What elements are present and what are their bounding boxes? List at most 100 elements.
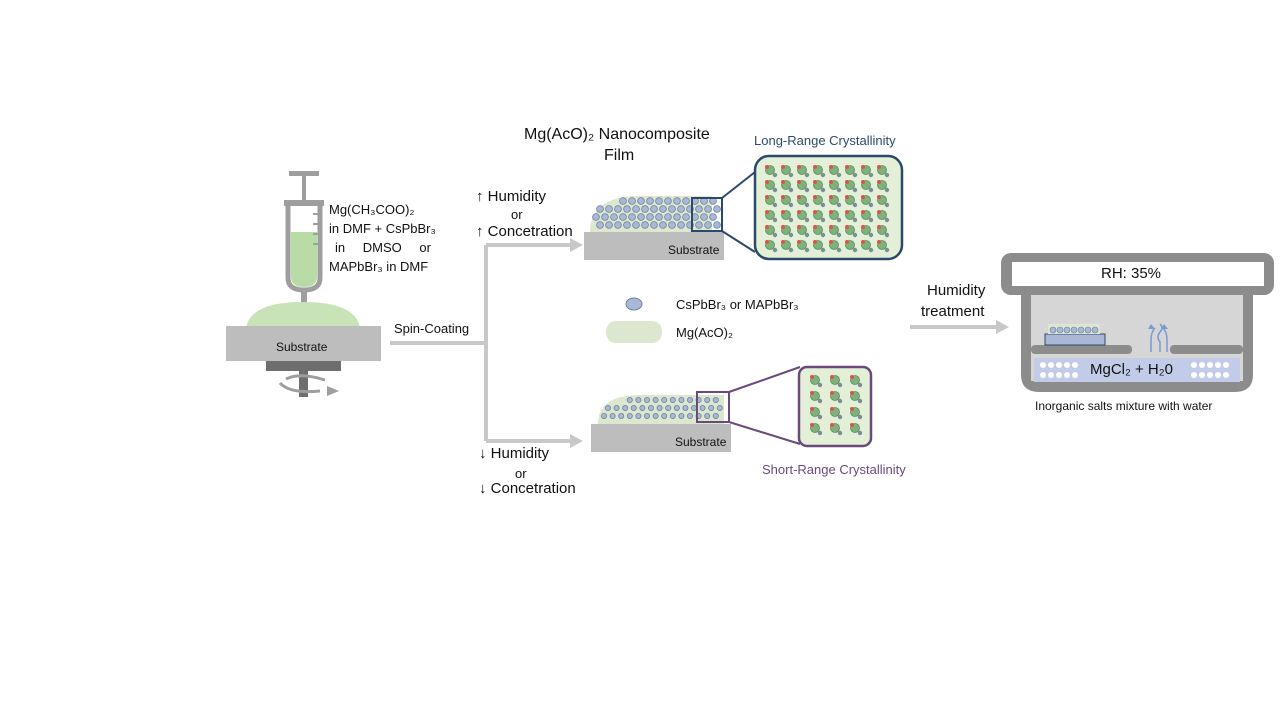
nanoparticle	[664, 197, 672, 205]
syringe-label-line4: MAPbBr₃ in DMF	[329, 259, 429, 274]
branch-arrows	[390, 243, 572, 443]
nanoparticle	[704, 412, 711, 419]
oxygen-atom	[765, 180, 769, 184]
long-range-title: Long-Range Crystallinity	[754, 133, 896, 148]
salt-dot	[1199, 362, 1205, 368]
nanoparticle	[650, 205, 658, 213]
lattice-atom	[868, 217, 874, 223]
oxygen-atom	[845, 165, 849, 169]
nanoparticle	[713, 221, 721, 229]
nanoparticle	[623, 221, 631, 229]
nanoparticle	[713, 205, 721, 213]
oxygen-atom	[830, 391, 834, 395]
nanoparticle	[677, 205, 685, 213]
oxygen-atom	[861, 180, 865, 184]
oxygen-atom	[829, 180, 833, 184]
nanoparticle	[632, 221, 640, 229]
chamber-rh-label: RH: 35%	[1101, 265, 1162, 282]
salt-dot	[1072, 362, 1078, 368]
nanoparticle	[664, 213, 672, 221]
nanoparticle	[648, 404, 655, 411]
nanoparticle	[605, 221, 613, 229]
salt-dot	[1207, 362, 1213, 368]
nanoparticle	[605, 404, 612, 411]
lattice-atom	[788, 172, 794, 178]
lower-branch-line2: or	[515, 466, 527, 481]
humidity-treatment-line1: Humidity	[927, 282, 986, 299]
salt-dot	[1191, 362, 1197, 368]
nanoparticle	[695, 205, 703, 213]
salt-dot	[1048, 372, 1054, 378]
nanoparticle	[632, 205, 640, 213]
oxygen-atom	[850, 407, 854, 411]
oxygen-atom	[810, 407, 814, 411]
nanoparticle	[618, 412, 625, 419]
salt-dot	[1223, 362, 1229, 368]
oxygen-atom	[845, 240, 849, 244]
nanoparticle	[630, 404, 637, 411]
vapor-icon	[1148, 323, 1168, 352]
oxygen-atom	[781, 240, 785, 244]
nanoparticle	[668, 221, 676, 229]
oxygen-atom	[830, 407, 834, 411]
nanoparticle	[699, 404, 706, 411]
nanoparticle	[708, 404, 715, 411]
lattice-atom	[857, 414, 863, 420]
lattice-atom	[884, 172, 890, 178]
oxygen-atom	[813, 165, 817, 169]
nanoparticle	[655, 197, 663, 205]
nanoparticle	[619, 197, 627, 205]
lower-arrow-head	[570, 434, 583, 448]
lattice-atom	[772, 202, 778, 208]
lattice-atom	[804, 232, 810, 238]
nanoparticle	[677, 221, 685, 229]
lattice-atom	[852, 217, 858, 223]
oxygen-atom	[781, 165, 785, 169]
lattice-atom	[884, 217, 890, 223]
lattice-atom	[836, 172, 842, 178]
lower-branch-line3: ↓ Concetration	[479, 480, 576, 497]
nanoparticle	[641, 221, 649, 229]
lattice-atom	[820, 232, 826, 238]
nanoparticle	[687, 412, 694, 419]
salt-dot	[1215, 362, 1221, 368]
oxygen-atom	[850, 391, 854, 395]
nanoparticle	[682, 197, 690, 205]
oxygen-atom	[813, 225, 817, 229]
lattice-atom	[788, 217, 794, 223]
nanoparticle	[678, 412, 685, 419]
syringe-label-line3: in DMSO or	[335, 240, 431, 255]
nanoparticle	[695, 221, 703, 229]
nanoparticle	[704, 221, 712, 229]
nanoparticle	[601, 213, 609, 221]
nanoparticle	[665, 404, 672, 411]
syringe-label-line1: Mg(CH₃COO)₂	[329, 202, 415, 217]
lattice-atom	[868, 172, 874, 178]
oxygen-atom	[877, 240, 881, 244]
lattice-atom	[836, 202, 842, 208]
salt-dot	[1223, 372, 1229, 378]
spin-coater	[226, 302, 381, 397]
nanoparticle	[709, 213, 717, 221]
nanoparticle	[626, 396, 633, 403]
lattice-atom	[817, 398, 823, 404]
nanoparticle	[682, 404, 689, 411]
oxygen-atom	[765, 210, 769, 214]
nanoparticle	[619, 213, 627, 221]
lower-branch-line1: ↓ Humidity	[479, 445, 550, 462]
oxygen-atom	[813, 240, 817, 244]
nanoparticle	[673, 197, 681, 205]
nanoparticle	[637, 213, 645, 221]
nanoparticle	[626, 412, 633, 419]
nanoparticle	[641, 205, 649, 213]
oxygen-atom	[877, 195, 881, 199]
oxygen-atom	[845, 225, 849, 229]
lattice-atom	[788, 232, 794, 238]
oxygen-atom	[877, 165, 881, 169]
oxygen-atom	[813, 195, 817, 199]
nanoparticle	[655, 213, 663, 221]
salt-dot	[1064, 372, 1070, 378]
oxygen-atom	[797, 195, 801, 199]
chamber-salt-label: MgCl₂ + H₂0	[1090, 361, 1173, 378]
salt-dot	[1215, 372, 1221, 378]
